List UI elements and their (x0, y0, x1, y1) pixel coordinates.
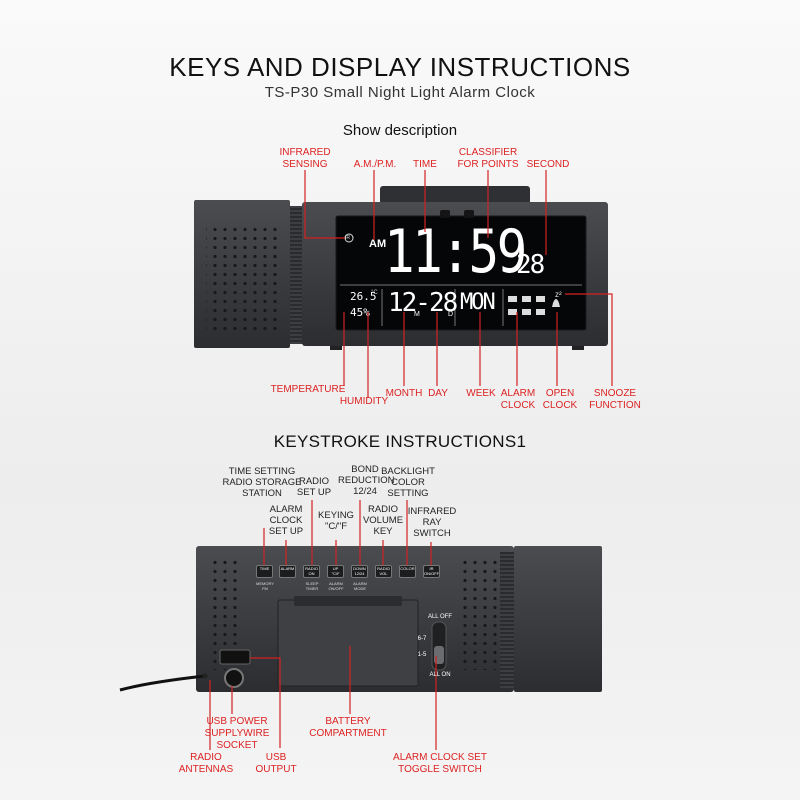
keylabel-bond-reduction: BOND REDUCTION 12/24 (338, 464, 395, 497)
label-am-pm: A.M./P.M. (353, 159, 397, 170)
lcd-date: 12-28 (388, 288, 458, 318)
speaker-grille (206, 222, 278, 330)
switch-1-5: 1-5 (417, 652, 427, 658)
keylabel-alarm-setup: ALARM CLOCK SET UP (268, 504, 304, 537)
label-alarm-switch: ALARM CLOCK SET TOGGLE SWITCH (393, 752, 487, 775)
back-button-down[interactable]: DOWN 12/24 (351, 565, 368, 578)
label-week: WEEK (466, 388, 496, 399)
label-snooze: SNOOZE FUNCTION (589, 388, 641, 411)
label-radio-antennas: RADIO ANTENNAS (178, 752, 234, 775)
back-grille-right (458, 560, 498, 670)
keylabel-radio-volume: RADIO VOLUME KEY (362, 504, 404, 537)
lcd-day-mark: D (448, 311, 454, 318)
alarm-indicators (508, 296, 545, 315)
page-subtitle: TS-P30 Small Night Light Alarm Clock (264, 84, 536, 101)
label-humidity: HUMIDITY (339, 396, 389, 407)
hinge-ribs (290, 206, 304, 344)
back-button-time[interactable]: TIME (256, 565, 273, 578)
back-button-sublabel: MEMORY FM (256, 581, 274, 591)
back-button-sublabel: ALARM ON/OFF (328, 581, 344, 591)
back-button-ir[interactable]: IR ON/OFF (423, 565, 440, 578)
label-usb-output: USB OUTPUT (255, 752, 297, 775)
switch-6-7: 6-7 (417, 636, 427, 642)
back-button-radio[interactable]: RADIO VOL (375, 565, 392, 578)
antenna-wire (119, 674, 206, 692)
switch-all-on: ALL ON (429, 672, 451, 678)
keylabel-infrared: INFRARED RAY SWITCH (407, 506, 457, 539)
page-title: KEYS AND DISPLAY INSTRUCTIONS (169, 52, 631, 82)
switch-all-off: ALL OFF (427, 614, 453, 620)
section-keystroke: KEYSTROKE INSTRUCTIONS1 (273, 432, 527, 451)
usb-output-port (219, 649, 251, 665)
bell-icon (552, 299, 560, 307)
label-usb-power: USB POWER SUPPLYWIRE SOCKET (204, 716, 270, 751)
back-button-color[interactable]: COLOR (399, 565, 416, 578)
back-button-up[interactable]: UP °C/F (327, 565, 344, 578)
lcd-humidity: 45% (350, 306, 370, 319)
lcd-month-mark: M (414, 311, 420, 318)
label-time: TIME (413, 159, 437, 170)
label-classifier: CLASSIFIER FOR POINTS (457, 147, 519, 170)
back-button-sublabel: SLEEP TIMER (305, 581, 319, 591)
battery-cover (277, 599, 419, 687)
keylabel-keying: KEYING "C/"F (318, 510, 354, 532)
usb-power-socket (224, 668, 244, 688)
label-second: SECOND (526, 159, 570, 170)
svg-text:z²: z² (555, 290, 562, 299)
back-button-alarm[interactable]: ALARM (279, 565, 296, 578)
lcd-ir-icon: IR (345, 235, 350, 241)
lcd-seconds: 28 (516, 250, 545, 280)
keylabel-radio-setup: RADIO SET UP (296, 476, 332, 498)
back-button-sublabel: ALARM MODE (353, 581, 367, 591)
lcd-week: MON (460, 290, 496, 315)
back-speaker-block (514, 546, 602, 692)
keylabel-time-setting: TIME SETTING RADIO STORAGE STATION (222, 466, 302, 499)
label-infrared-sensing: INFRARED SENSING (279, 147, 331, 170)
label-month: MONTH (385, 388, 423, 399)
lcd-temperature: 26.5 (350, 290, 377, 303)
section-show-description: Show description (342, 122, 458, 139)
lcd-am: AM (369, 238, 387, 250)
lcd-time: 11:59 (384, 217, 527, 287)
back-button-radio[interactable]: RADIO ON (303, 565, 320, 578)
label-alarm-clock: ALARM CLOCK (500, 388, 536, 411)
top-ridge (380, 186, 530, 204)
label-battery: BATTERY COMPARTMENT (309, 716, 387, 739)
keylabel-backlight: BACKLIGHT COLOR SETTING (381, 466, 435, 499)
label-open-clock: OPEN CLOCK (542, 388, 578, 411)
lcd-temp-unit: °C (371, 290, 378, 296)
label-day: DAY (428, 388, 448, 399)
label-temperature: TEMPERATURE (270, 384, 346, 395)
